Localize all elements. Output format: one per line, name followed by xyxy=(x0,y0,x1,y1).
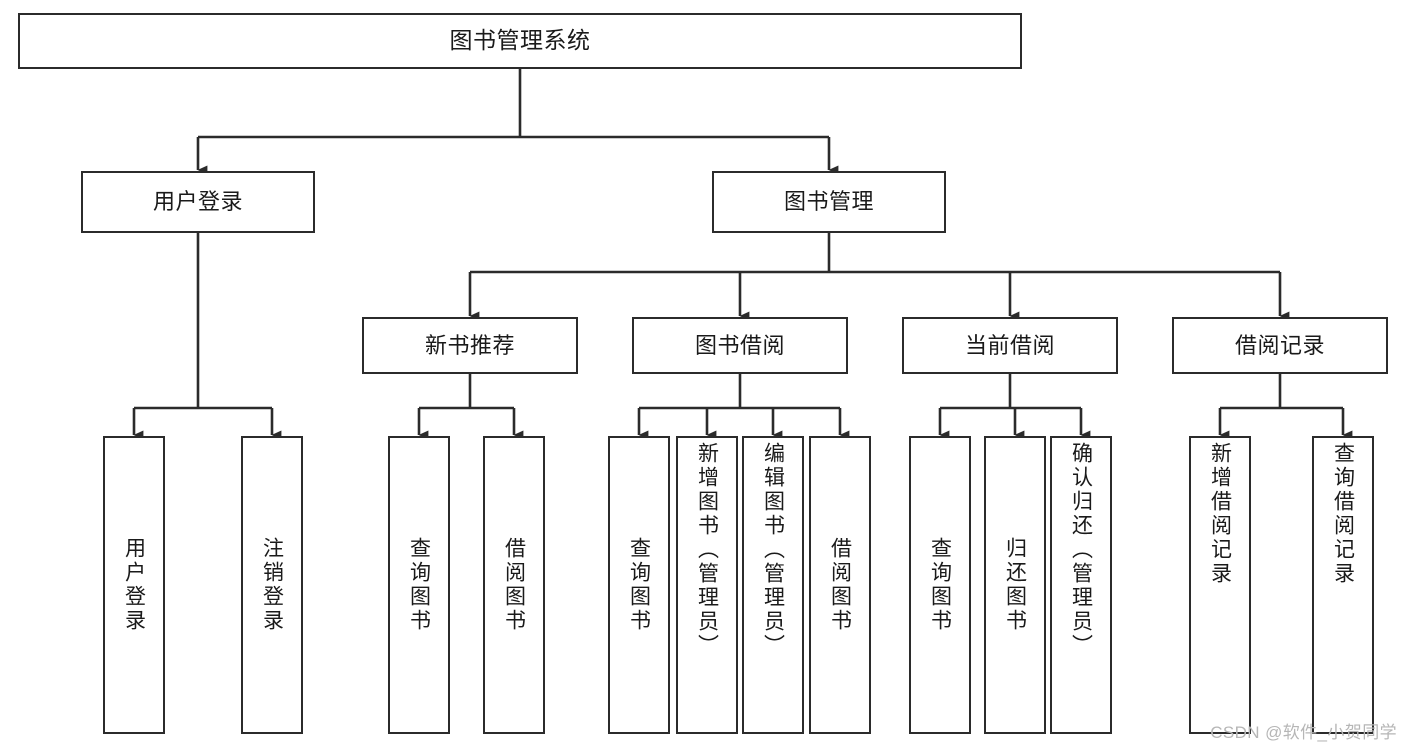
node-leaf-return-book[interactable]: 归还图书 xyxy=(984,436,1046,734)
node-leaf-borrow-book[interactable]: 借阅图书 xyxy=(809,436,871,734)
node-label-leaf-query-borrow-record: 查询借阅记录 xyxy=(1331,442,1355,586)
node-label-leaf-confirm-return-admin: 确认归还（管理员） xyxy=(1069,442,1093,658)
node-user-login[interactable]: 用户登录 xyxy=(81,171,315,233)
node-label-leaf-query-book-borrow: 查询图书 xyxy=(627,537,651,633)
node-leaf-add-borrow-record[interactable]: 新增借阅记录 xyxy=(1189,436,1251,734)
node-leaf-query-book-borrow[interactable]: 查询图书 xyxy=(608,436,670,734)
node-leaf-edit-book-admin[interactable]: 编辑图书（管理员） xyxy=(742,436,804,734)
node-leaf-user-login[interactable]: 用户登录 xyxy=(103,436,165,734)
node-leaf-user-logout[interactable]: 注销登录 xyxy=(241,436,303,734)
node-borrow-record[interactable]: 借阅记录 xyxy=(1172,317,1388,374)
node-label-leaf-query-book-current: 查询图书 xyxy=(928,537,952,633)
node-book-manage[interactable]: 图书管理 xyxy=(712,171,946,233)
node-label-leaf-add-borrow-record: 新增借阅记录 xyxy=(1208,442,1232,586)
node-label-user-login: 用户登录 xyxy=(152,189,243,215)
node-label-leaf-user-logout: 注销登录 xyxy=(260,537,284,633)
node-label-leaf-add-book-admin: 新增图书（管理员） xyxy=(695,442,719,658)
node-label-book-borrow: 图书借阅 xyxy=(694,332,785,358)
node-leaf-query-book-recommend[interactable]: 查询图书 xyxy=(388,436,450,734)
node-label-leaf-query-book-recommend: 查询图书 xyxy=(407,537,431,633)
node-root[interactable]: 图书管理系统 xyxy=(18,13,1022,69)
node-label-leaf-borrow-book-recommend: 借阅图书 xyxy=(502,537,526,633)
node-label-leaf-edit-book-admin: 编辑图书（管理员） xyxy=(761,442,785,658)
node-leaf-borrow-book-recommend[interactable]: 借阅图书 xyxy=(483,436,545,734)
node-book-borrow[interactable]: 图书借阅 xyxy=(632,317,848,374)
node-label-new-book-recommend: 新书推荐 xyxy=(424,332,515,358)
edge-group xyxy=(132,69,1353,440)
node-label-borrow-record: 借阅记录 xyxy=(1234,332,1325,358)
node-leaf-query-borrow-record[interactable]: 查询借阅记录 xyxy=(1312,436,1374,734)
node-current-borrow[interactable]: 当前借阅 xyxy=(902,317,1118,374)
node-new-book-recommend[interactable]: 新书推荐 xyxy=(362,317,578,374)
node-label-current-borrow: 当前借阅 xyxy=(964,332,1055,358)
node-label-root: 图书管理系统 xyxy=(449,27,591,54)
watermark-text: CSDN @软件_小贺同学 xyxy=(1210,723,1397,742)
node-leaf-query-book-current[interactable]: 查询图书 xyxy=(909,436,971,734)
node-leaf-confirm-return-admin[interactable]: 确认归还（管理员） xyxy=(1050,436,1112,734)
node-label-leaf-user-login: 用户登录 xyxy=(122,537,146,633)
node-label-book-manage: 图书管理 xyxy=(783,189,874,215)
node-label-leaf-return-book: 归还图书 xyxy=(1003,537,1027,633)
node-label-leaf-borrow-book: 借阅图书 xyxy=(828,537,852,633)
node-leaf-add-book-admin[interactable]: 新增图书（管理员） xyxy=(676,436,738,734)
